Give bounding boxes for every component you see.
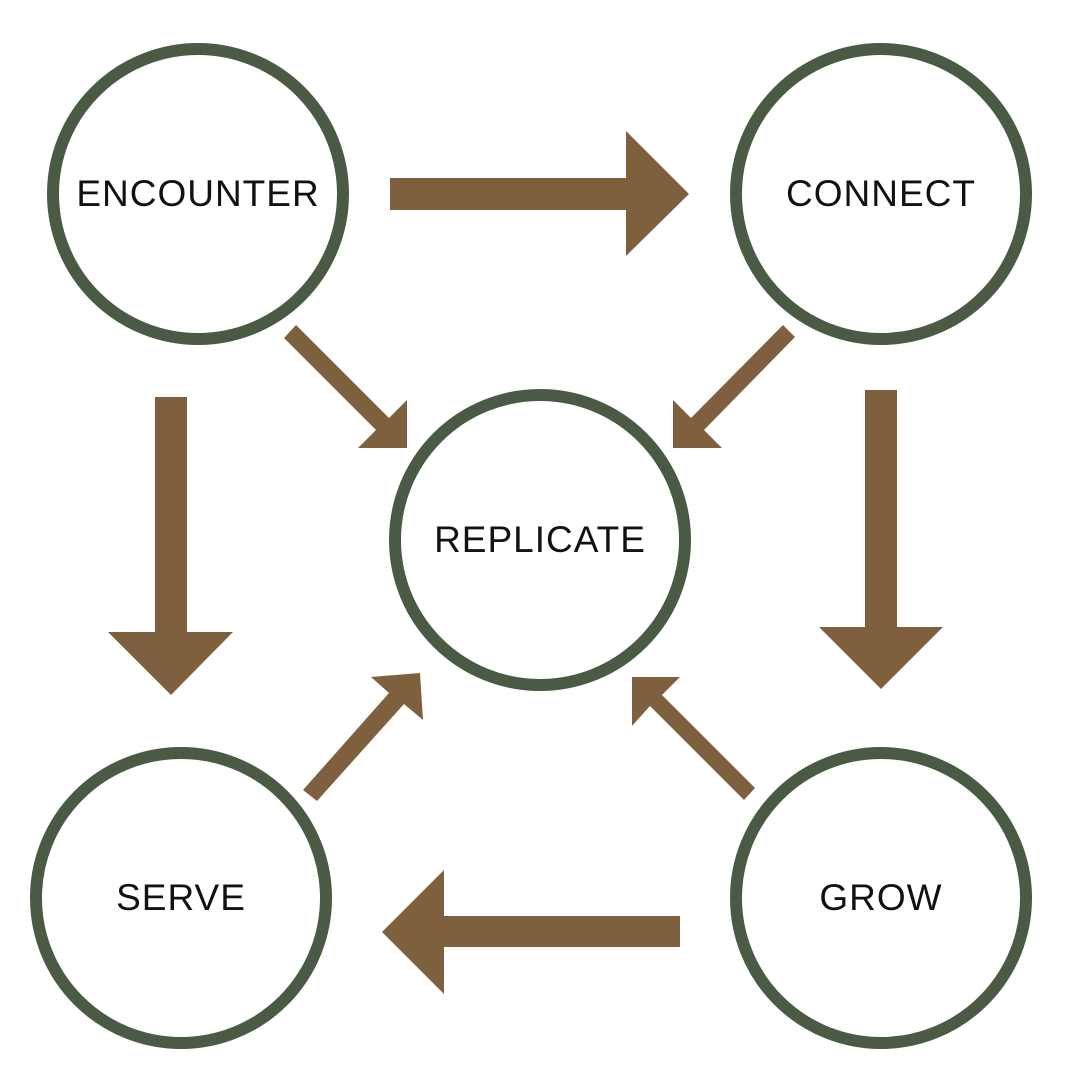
node-replicate-circle <box>389 389 691 691</box>
node-serve-label: SERVE <box>116 877 246 918</box>
node-connect-circle <box>730 43 1032 345</box>
node-replicate-label: REPLICATE <box>434 519 646 560</box>
node-connect-label: CONNECT <box>786 173 976 214</box>
arrow-encounter-to-serve <box>108 397 233 695</box>
arrow-connect-to-replicate <box>673 325 795 448</box>
node-encounter: ENCOUNTER <box>47 43 349 345</box>
arrow-grow-to-serve <box>382 870 680 994</box>
arrow-serve-to-replicate <box>303 673 423 801</box>
node-connect: CONNECT <box>730 43 1032 345</box>
node-serve: SERVE <box>30 747 332 1049</box>
node-encounter-label: ENCOUNTER <box>76 173 319 214</box>
arrow-grow-to-replicate <box>632 677 755 800</box>
node-grow-label: GROW <box>819 877 942 918</box>
node-encounter-circle <box>47 43 349 345</box>
arrow-encounter-to-replicate <box>284 325 407 448</box>
arrow-connect-to-grow <box>819 390 943 689</box>
node-grow-circle <box>730 747 1032 1049</box>
node-replicate: REPLICATE <box>389 389 691 691</box>
node-serve-circle <box>30 747 332 1049</box>
arrow-encounter-to-connect <box>390 131 689 256</box>
node-grow: GROW <box>730 747 1032 1049</box>
